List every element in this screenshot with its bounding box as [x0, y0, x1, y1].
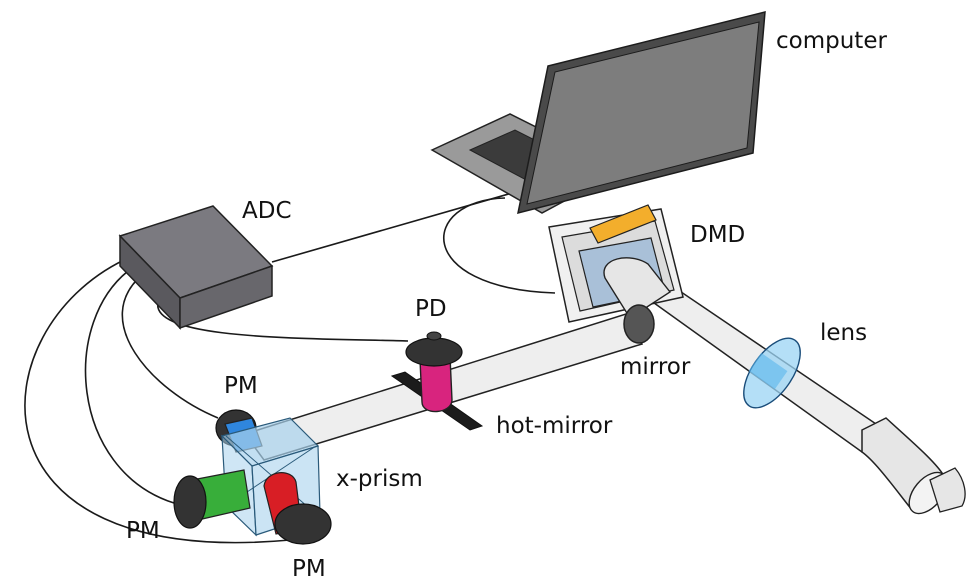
cable-adc-pm-left	[84, 267, 175, 504]
cable-adc-pm-bottom	[24, 259, 291, 544]
cables	[24, 192, 556, 544]
label-hot-mirror: hot-mirror	[496, 413, 613, 439]
pm-red	[263, 472, 332, 545]
cable-adc-pm-top	[121, 274, 219, 419]
pm-red-cap	[274, 503, 332, 545]
laptop-screen	[526, 21, 760, 205]
pm-green-cap	[173, 475, 207, 529]
laptop-computer	[430, 11, 766, 215]
cable-adc-pd	[157, 301, 409, 342]
pm-green	[173, 469, 251, 529]
dmd-orange-cylinder	[589, 204, 657, 244]
adc-side	[179, 264, 273, 330]
pd-cap	[405, 337, 463, 367]
light-source-horn	[861, 417, 966, 515]
label-x-prism: x-prism	[336, 466, 423, 492]
dmd-output-cone	[603, 257, 672, 319]
pd-body	[419, 355, 453, 413]
label-computer: computer	[776, 28, 887, 54]
cable-computer-dmd	[442, 197, 556, 294]
label-pm-left: PM	[126, 518, 160, 544]
label-pm-top: PM	[224, 373, 258, 399]
adc-box	[118, 205, 274, 330]
mirror-disk	[623, 304, 655, 344]
label-mirror: mirror	[620, 354, 691, 380]
label-adc: ADC	[242, 198, 292, 224]
photodiode	[405, 331, 463, 413]
label-pd: PD	[415, 296, 447, 322]
label-pm-bottom: PM	[292, 556, 326, 582]
label-dmd: DMD	[690, 222, 746, 248]
lens-band	[748, 352, 788, 390]
lens	[743, 337, 801, 409]
pd-knob	[426, 331, 442, 341]
label-lens: lens	[820, 320, 868, 346]
horn-tail	[929, 467, 966, 513]
